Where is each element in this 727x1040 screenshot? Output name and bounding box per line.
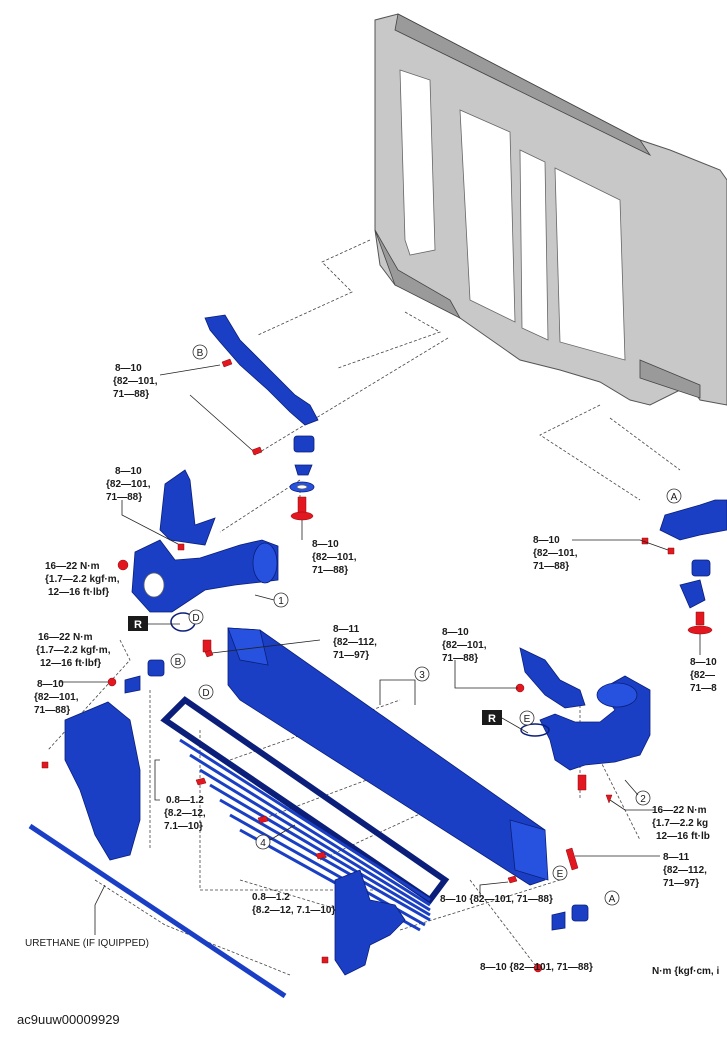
- label-torque-8-11-right-2: {82—112,: [663, 865, 707, 876]
- label-clearance-left-2: {8.2—12,: [164, 808, 206, 819]
- callout-a-upper-text: A: [671, 492, 678, 503]
- label-torque-mount-1: 8—10: [312, 539, 339, 550]
- callout-r-left-text: R: [134, 619, 142, 631]
- callout-b-lower-text: B: [175, 657, 182, 668]
- label-torque-8-11-right-3: 71—97}: [663, 878, 699, 889]
- shroud-grille: 4: [154, 696, 450, 932]
- callout-a-lower-text: A: [609, 894, 616, 905]
- label-torque-8-11-right-1: 8—11: [663, 852, 690, 863]
- intake-hose-right: E R 2: [454, 647, 655, 811]
- intake-hose-left: 1 D R: [117, 469, 289, 653]
- label-torque-mid-right-3: 71—88}: [442, 653, 478, 664]
- label-torque-bracket-left-1: 8—10: [115, 466, 142, 477]
- label-torque-16-22-right-1: 16—22 N·m: [652, 805, 707, 816]
- label-torque-right-bracket-3: 71—88}: [533, 561, 569, 572]
- label-torque-bottom-1: 8—10 {82—101, 71—88}: [440, 894, 553, 905]
- right-bracket-a: A: [572, 488, 727, 655]
- label-urethane: URETHANE (IF IQUIPPED): [25, 938, 149, 949]
- label-torque-16-22-right-3: 12—16 ft·lb: [656, 831, 710, 842]
- label-torque-right-bracket-1: 8—10: [533, 535, 560, 546]
- label-torque-16-22-right-2: {1.7—2.2 kg: [652, 818, 708, 829]
- rubber-mount-left: B: [60, 653, 186, 694]
- label-torque-16-22-lower-2: {1.7—2.2 kgf·m,: [36, 645, 111, 656]
- air-guide-left: [41, 701, 141, 861]
- label-torque-left-mid-1: 8—10: [37, 679, 64, 690]
- callout-a-lower: [604, 890, 620, 906]
- label-torque-8-11-top-3: 71—97}: [333, 650, 369, 661]
- label-torque-bracket-left-2: {82—101,: [106, 479, 151, 490]
- torque-labels: 8—10 {82—101, 71—88} 8—10 {82—101, 71—88…: [25, 363, 719, 977]
- callout-a-upper: [666, 488, 682, 504]
- callout-d-lower: [198, 684, 214, 700]
- label-torque-mount-2: {82—101,: [312, 552, 357, 563]
- mount-stack: [289, 435, 315, 540]
- callout-d-upper: [188, 609, 204, 625]
- label-torque-bottom-2: 8—10 {82—101, 71—88}: [480, 962, 593, 973]
- label-torque-mid-right-1: 8—10: [442, 627, 469, 638]
- label-torque-left-mid-3: 71—88}: [34, 705, 70, 716]
- callout-d-lower-text: D: [202, 688, 209, 699]
- callout-e-lower-text: E: [557, 869, 564, 880]
- label-clearance-bottom-2: {8.2—12, 7.1—10}: [252, 905, 335, 916]
- figure-id: ac9uuw00009929: [17, 1012, 120, 1027]
- label-torque-bracket-left-3: 71—88}: [106, 492, 142, 503]
- label-torque-right-cut-3: 71—8: [690, 683, 717, 694]
- callout-4: [255, 834, 271, 850]
- lower-bracket-center: [321, 869, 406, 976]
- callout-d-upper-text: D: [192, 613, 199, 624]
- urethane-strip: [28, 823, 287, 999]
- intercooler-right-end: E: [479, 847, 660, 898]
- label-unit-note: N·m {kgf·cm, i: [652, 966, 719, 977]
- label-torque-right-bracket-2: {82—101,: [533, 548, 578, 559]
- callout-e-lower: [552, 865, 568, 881]
- label-torque-8-11-top-1: 8—11: [333, 624, 360, 635]
- callout-b-upper-text: B: [197, 348, 204, 359]
- callout-1-text: 1: [278, 596, 284, 607]
- label-clearance-left-3: 7.1—10}: [164, 821, 203, 832]
- label-torque-16-22-lower-3: 12—16 ft·lbf}: [40, 658, 101, 669]
- callout-b-upper: [192, 344, 208, 360]
- label-torque-mount-3: 71—88}: [312, 565, 348, 576]
- label-torque-16-22-upper-1: 16—22 N·m: [45, 561, 100, 572]
- label-clearance-left-1: 0.8—1.2: [166, 795, 204, 806]
- bolt-upper-b: [221, 358, 233, 368]
- callout-3-text: 3: [419, 670, 425, 681]
- callout-r-left: [128, 616, 148, 631]
- callout-3: [414, 666, 430, 682]
- callout-r-right-text: R: [488, 713, 496, 725]
- intercooler: 3 D: [198, 627, 549, 886]
- label-torque-right-cut-2: {82—: [690, 670, 715, 681]
- callout-e-upper-text: E: [524, 714, 531, 725]
- label-torque-b-upper-3: 71—88}: [113, 389, 149, 400]
- label-torque-left-mid-2: {82—101,: [34, 692, 79, 703]
- label-torque-8-11-top-2: {82—112,: [333, 637, 377, 648]
- label-torque-16-22-lower-1: 16—22 N·m: [38, 632, 93, 643]
- upper-bracket-b: B: [159, 314, 319, 456]
- label-torque-right-cut-1: 8—10: [690, 657, 717, 668]
- callout-4-text: 4: [260, 838, 266, 849]
- callout-2: [635, 790, 651, 806]
- label-torque-b-upper-1: 8—10: [115, 363, 142, 374]
- callout-e-upper: [519, 710, 535, 726]
- callout-b-lower: [170, 653, 186, 669]
- label-clearance-bottom-1: 0.8—1.2: [252, 892, 290, 903]
- label-torque-b-upper-2: {82—101,: [113, 376, 158, 387]
- callout-2-text: 2: [640, 794, 646, 805]
- radiator-support-frame: [374, 13, 727, 406]
- callout-r-right: [482, 710, 502, 725]
- label-torque-mid-right-2: {82—101,: [442, 640, 487, 651]
- mount-bottom-right: A: [533, 890, 620, 973]
- label-torque-16-22-upper-2: {1.7—2.2 kgf·m,: [45, 574, 120, 585]
- label-torque-16-22-upper-3: 12—16 ft·lbf}: [48, 587, 109, 598]
- bolt-lower-b: [251, 446, 263, 456]
